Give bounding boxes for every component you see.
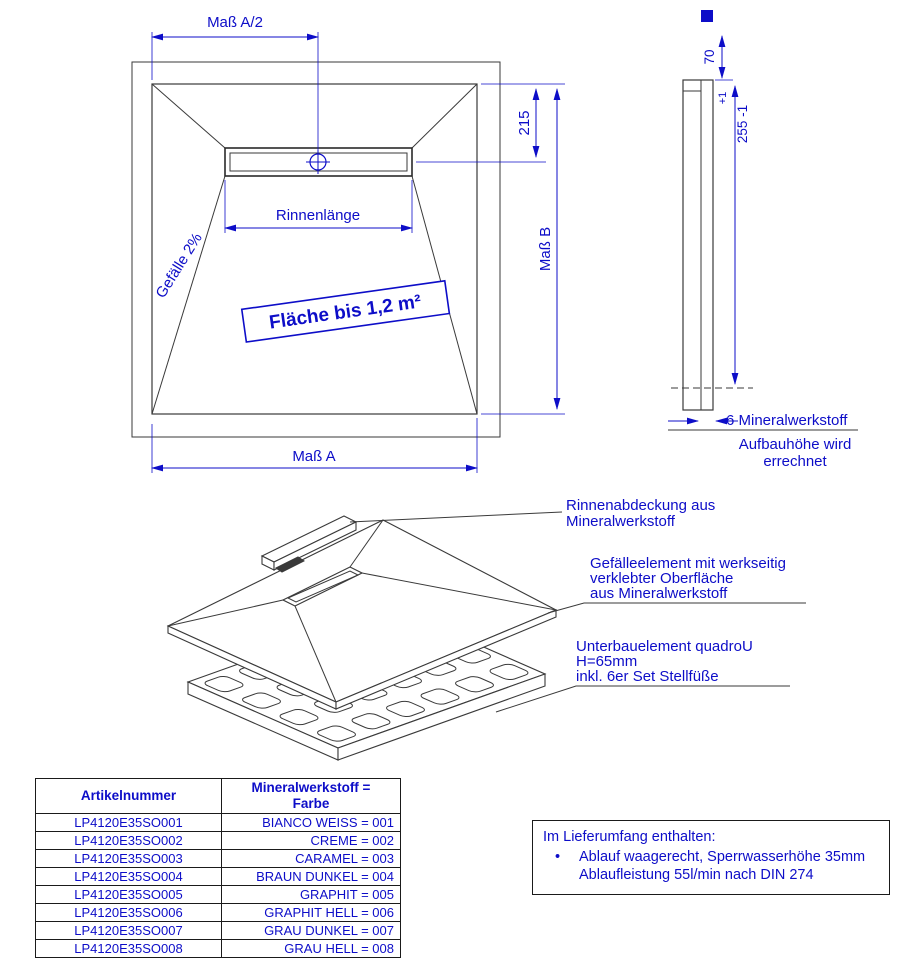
dimension-mass-a: Maß A [151,418,478,473]
delivery-scope-box: Im Lieferumfang enthalten: • Ablauf waag… [532,820,890,895]
article-number: LP4120E35SO002 [35,831,222,850]
slope-element [166,519,558,710]
header-artikelnummer: Artikelnummer [35,778,222,814]
article-number: LP4120E35SO003 [35,849,222,868]
base-label-line1: Unterbauelement quadroU [576,638,753,655]
channel-cover [260,515,358,573]
dimension-70: 70 [702,35,733,81]
delivery-scope-item: • Ablauf waagerecht, Sperrwasserhöhe 35m… [543,848,879,884]
channel-slot-inner [286,570,360,603]
drain-crosshair-icon [306,150,330,174]
slope-label-line3: aus Mineralwerkstoff [590,585,728,602]
delivery-item-line2: Ablaufleistung 55l/min nach DIN 274 [579,867,814,883]
dim-mass-a-label: Maß A [292,448,335,465]
table-row: LP4120E35SO002 CREME = 002 [35,831,401,850]
article-number: LP4120E35SO008 [35,939,222,958]
cover-front-face [273,521,357,571]
plan-view: Maß A/2 Rinnenlänge 215 Maß B Maß A [131,14,565,473]
slope-crease [294,605,337,703]
cover-label-line2: Mineralwerkstoff [566,513,676,530]
drain-channel [224,147,413,177]
slope-crease [167,599,284,627]
color-value: GRAU HELL = 008 [221,939,401,958]
slope-label-line1: Gefälleelement mit werkseitig [590,555,786,572]
dim-mass-a-half-label: Maß A/2 [207,14,263,31]
base-label-line2: H=65mm [576,653,637,670]
table-header-row: Artikelnummer Mineralwerkstoff = Farbe [35,778,401,814]
dim-mass-b-label: Maß B [537,227,554,271]
table-row: LP4120E35SO008 GRAU HELL = 008 [35,939,401,958]
table-row: LP4120E35SO006 GRAPHIT HELL = 006 [35,903,401,922]
cover-label-line1: Rinnenabdeckung aus [566,497,715,514]
table-row: LP4120E35SO003 CARAMEL = 003 [35,849,401,868]
side-profile [682,79,714,411]
fold-line [411,83,478,149]
delivery-scope-title: Im Lieferumfang enthalten: [543,829,716,845]
bullet-icon: • [555,849,561,865]
article-number: LP4120E35SO006 [35,903,222,922]
cover-callout: Rinnenabdeckung aus Mineralwerkstoff [349,497,715,530]
slope-crease [349,519,384,568]
dim-215-label: 215 [516,110,533,135]
header-col2-line2: Farbe [292,796,330,811]
color-value: BIANCO WEISS = 001 [221,813,401,832]
dimension-mass-a-half: Maß A/2 [151,14,319,151]
dimension-215: 215 [416,83,565,163]
dim-rinnenlaenge-label: Rinnenlänge [276,207,360,224]
area-note: Fläche bis 1,2 m² [240,279,451,343]
slope-callout: Gefälleelement mit werkseitig verklebter… [547,555,806,614]
header-mineralwerkstoff: Mineralwerkstoff = Farbe [221,778,401,814]
color-value: BRAUN DUNKEL = 004 [221,867,401,886]
dimension-255: +1 255 -1 [717,85,750,385]
channel-slot [281,566,364,607]
table-row: LP4120E35SO007 GRAU DUNKEL = 007 [35,921,401,940]
article-number: LP4120E35SO007 [35,921,222,940]
header-col2-line1: Mineralwerkstoff = [251,780,371,796]
table-row: LP4120E35SO001 BIANCO WEISS = 001 [35,813,401,832]
mineral-callout: 6 Mineralwerkstoff [668,412,858,431]
base-label-line3: inkl. 6er Set Stellfüße [576,668,719,685]
inner-square [151,83,478,415]
table-row: LP4120E35SO004 BRAUN DUNKEL = 004 [35,867,401,886]
drain-stub [275,556,305,573]
article-number: LP4120E35SO004 [35,867,222,886]
buildup-note-line2: errechnet [763,453,827,470]
buildup-note-line1: Aufbauhöhe wird [739,436,852,453]
mineral-label: 6 Mineralwerkstoff [726,412,848,429]
color-value: CREME = 002 [221,831,401,850]
article-number: LP4120E35SO005 [35,885,222,904]
outer-square [131,61,501,438]
corner-mark [701,10,713,22]
tolerance-plus-label: +1 [717,92,729,105]
article-number: LP4120E35SO001 [35,813,222,832]
fold-line [151,175,226,415]
delivery-item-line1: Ablauf waagerecht, Sperrwasserhöhe 35mm [579,849,866,865]
base-right-face [337,673,546,761]
color-value: GRAPHIT = 005 [221,885,401,904]
dimension-rinnenlaenge: Rinnenlänge [224,180,413,233]
fold-line [151,83,226,149]
area-note-box [240,279,451,343]
slope-label-line2: verklebter Oberfläche [590,570,733,587]
dim-255-label: 255 -1 [735,105,750,143]
slope-right-face [335,609,557,710]
dimension-mass-b: Maß B [481,88,565,415]
side-view: 70 +1 255 -1 6 Mineralwerkstoff Aufbauhö… [668,10,858,470]
dim-70-label: 70 [702,49,717,64]
slope-crease [361,572,557,611]
article-table: Artikelnummer Mineralwerkstoff = Farbe L… [35,778,401,958]
table-row: LP4120E35SO005 GRAPHIT = 005 [35,885,401,904]
technical-drawing: Maß A/2 Rinnenlänge 215 Maß B Maß A [131,10,858,770]
base-callout: Unterbauelement quadroU H=65mm inkl. 6er… [495,638,790,713]
color-value: GRAU DUNKEL = 007 [221,921,401,940]
color-value: CARAMEL = 003 [221,849,401,868]
color-value: GRAPHIT HELL = 006 [221,903,401,922]
exploded-view: Rinnenabdeckung aus Mineralwerkstoff Gef… [166,497,806,761]
